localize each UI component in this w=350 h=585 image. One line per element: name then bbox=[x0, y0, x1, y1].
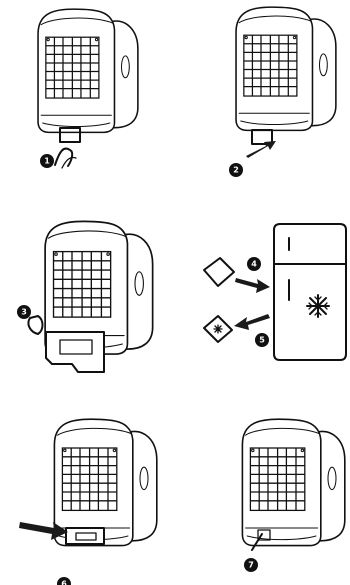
step-badge: 4 bbox=[247, 257, 261, 271]
step-badge: 6 bbox=[57, 577, 71, 585]
step-2-panel: 2 bbox=[229, 7, 336, 177]
water-tank-icon bbox=[46, 332, 104, 372]
freezer-panel: 4 5 bbox=[204, 224, 346, 360]
step-7-panel: 7 bbox=[242, 419, 344, 572]
svg-text:7: 7 bbox=[248, 561, 254, 570]
step-badge: 2 bbox=[229, 163, 243, 177]
ice-pack-icon bbox=[204, 258, 234, 286]
svg-text:3: 3 bbox=[21, 308, 27, 317]
refrigerator-icon bbox=[274, 224, 346, 360]
insert-arrow-icon bbox=[235, 278, 270, 293]
step-badge: 1 bbox=[40, 154, 54, 168]
step-badge: 7 bbox=[244, 558, 258, 572]
step-3-panel: 3 bbox=[17, 221, 153, 372]
svg-text:4: 4 bbox=[251, 260, 257, 269]
svg-text:2: 2 bbox=[233, 166, 239, 175]
svg-text:5: 5 bbox=[259, 336, 265, 345]
water-tank-icon bbox=[66, 528, 104, 544]
step-badge: 5 bbox=[255, 333, 269, 347]
air-cooler-icon bbox=[54, 419, 156, 545]
step-1-panel: 1 bbox=[38, 9, 138, 168]
svg-text:6: 6 bbox=[61, 580, 67, 585]
hand-icon bbox=[55, 149, 72, 166]
remove-arrow-icon bbox=[234, 314, 270, 330]
svg-text:1: 1 bbox=[44, 157, 50, 166]
tank-cap-icon bbox=[28, 316, 42, 334]
step-6-panel: 6 bbox=[19, 419, 157, 585]
air-cooler-icon bbox=[242, 419, 344, 545]
air-cooler-icon bbox=[236, 7, 336, 130]
snowflake-icon bbox=[307, 295, 329, 317]
step-badge: 3 bbox=[17, 305, 31, 319]
air-cooler-icon bbox=[38, 9, 138, 132]
